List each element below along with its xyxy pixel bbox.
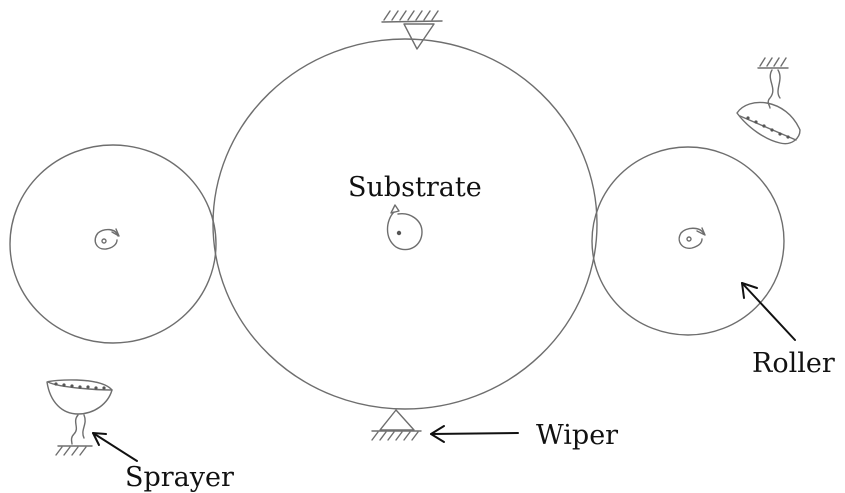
ground-hatch-icon xyxy=(381,10,443,23)
right-roller xyxy=(591,146,785,336)
substrate-outline xyxy=(212,38,598,410)
substrate-label: Substrate xyxy=(348,172,482,203)
left-roller xyxy=(9,144,217,344)
roller-label: Roller xyxy=(752,348,835,379)
sprayer-hose xyxy=(767,69,781,109)
wiper-label: Wiper xyxy=(536,420,618,451)
roller-arrow xyxy=(741,282,796,341)
spray-nozzle-icon xyxy=(736,101,801,145)
sprayer-label: Sprayer xyxy=(125,462,234,493)
wiper xyxy=(371,409,422,441)
top-support xyxy=(381,10,443,50)
substrate-drum: Substrate xyxy=(212,38,598,410)
clockwise-rotation-icon xyxy=(94,228,120,250)
spray-nozzle-icon xyxy=(46,379,113,415)
triangle-support-icon xyxy=(403,23,435,50)
sprayer-hose xyxy=(70,414,86,445)
ground-hatch-icon xyxy=(55,445,93,456)
left-roller-outline xyxy=(9,144,217,344)
clockwise-rotation-icon xyxy=(386,204,423,251)
ground-hatch-icon xyxy=(757,57,789,69)
top-sprayer xyxy=(736,57,801,145)
right-roller-outline xyxy=(591,146,785,336)
clockwise-rotation-icon xyxy=(678,227,706,249)
bottom-sprayer xyxy=(46,379,113,456)
ground-hatch-icon xyxy=(371,430,422,441)
triangle-support-icon xyxy=(379,409,415,431)
sprayer-arrow xyxy=(92,432,138,462)
wiper-arrow xyxy=(430,425,519,443)
